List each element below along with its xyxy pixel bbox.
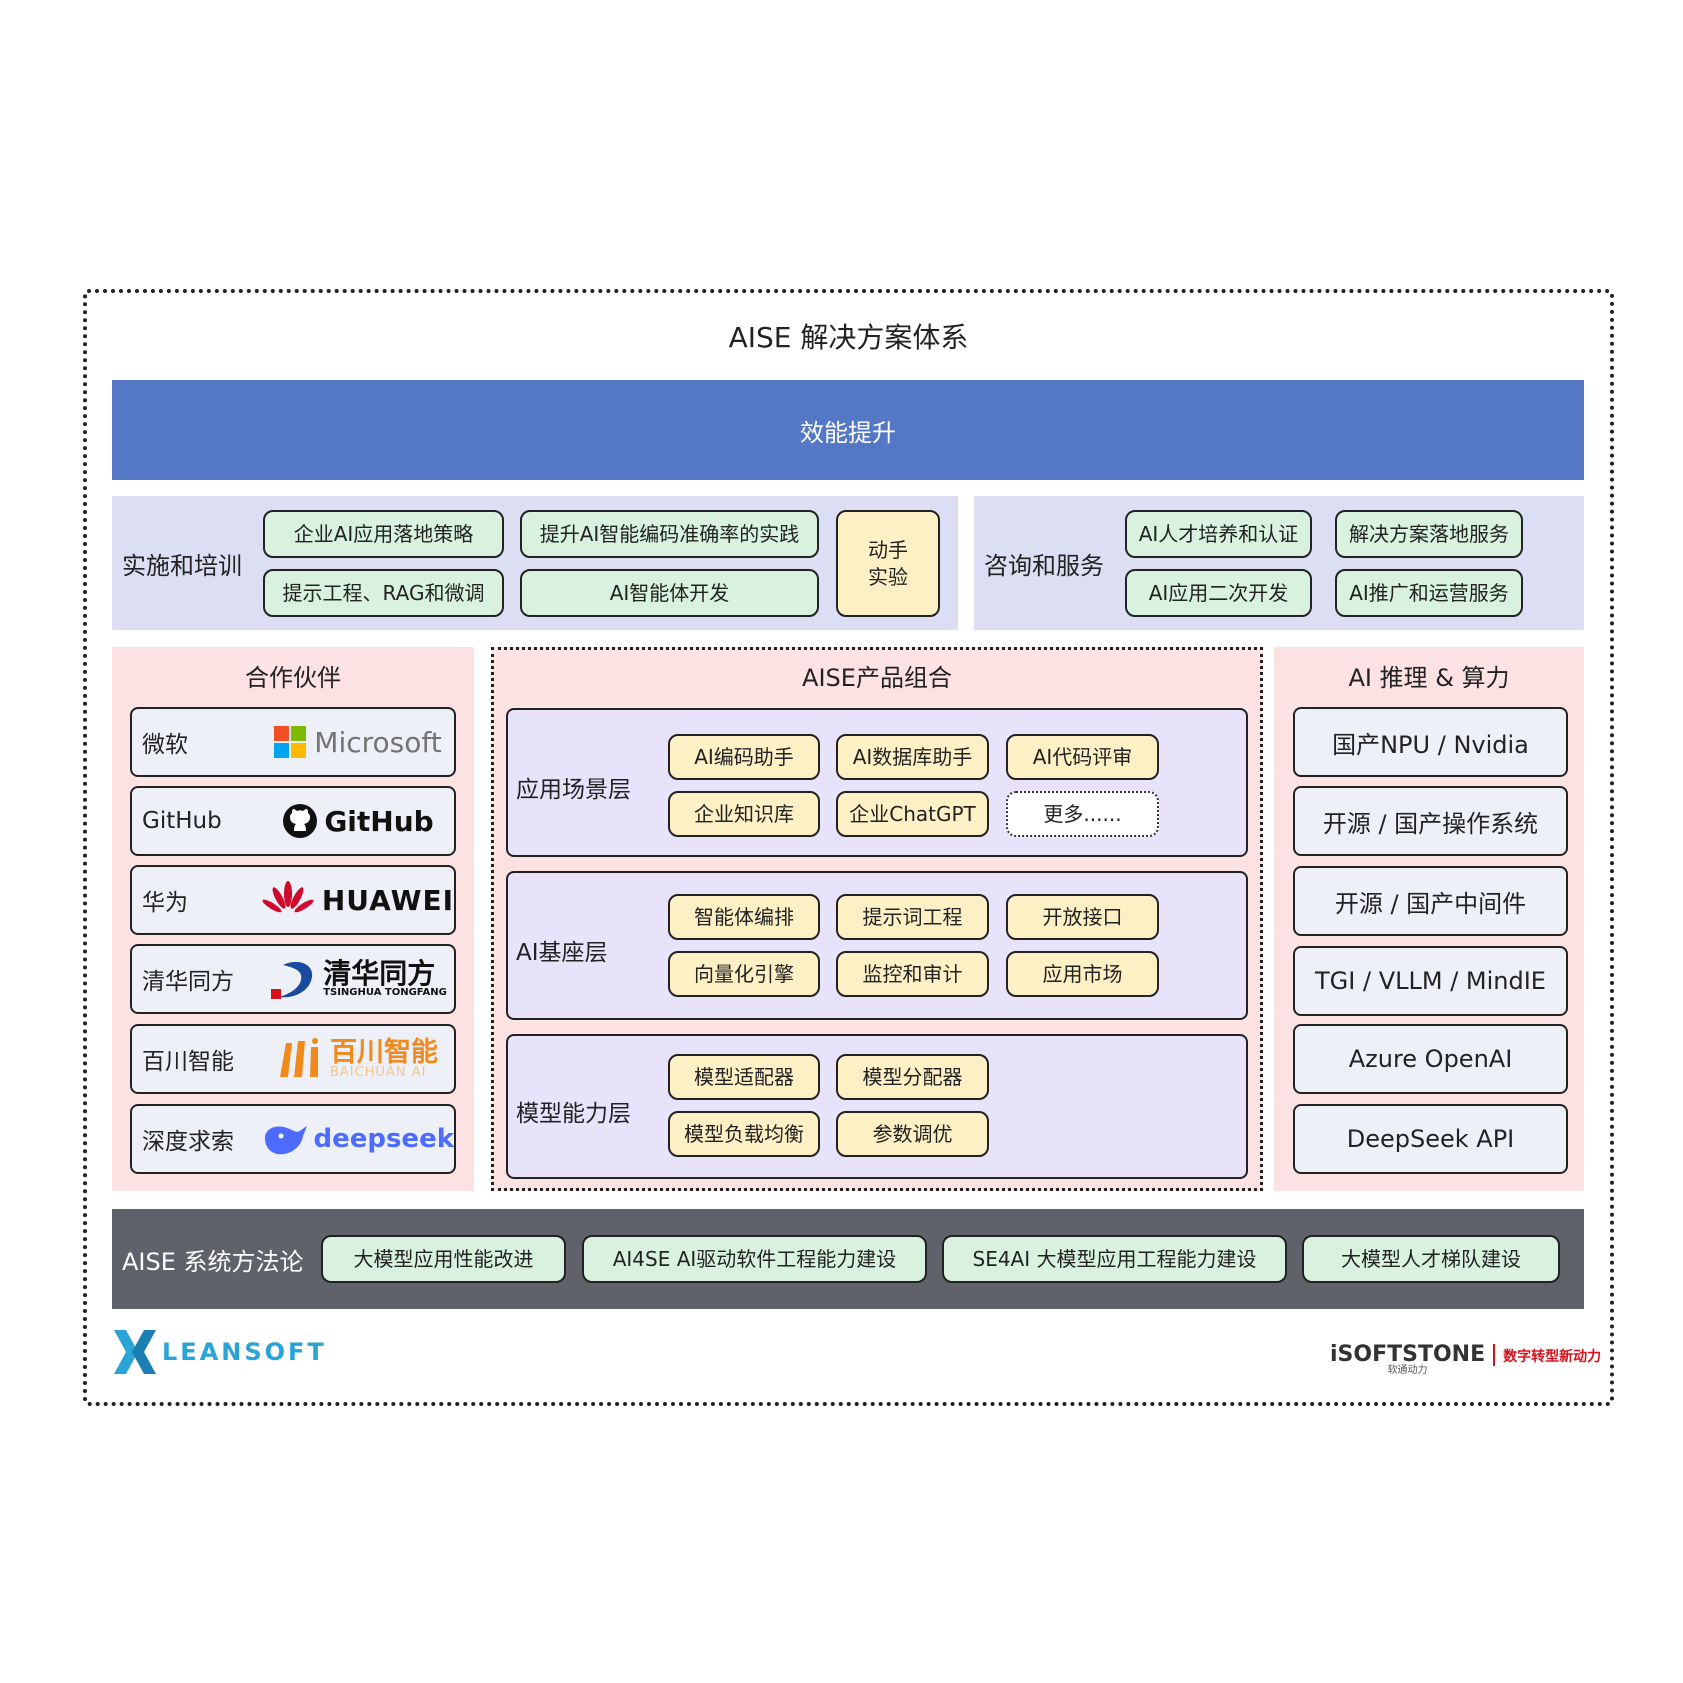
tsinghua-tongfang-logo: 清华同方 TSINGHUA TONGFANG <box>262 955 454 1003</box>
hands-on-line2: 实验 <box>868 564 908 589</box>
product-item: AI数据库助手 <box>836 734 989 780</box>
product-item: 模型负载均衡 <box>668 1111 820 1157</box>
huawei-petals-icon <box>262 881 314 913</box>
methodology-item: SE4AI 大模型应用工程能力建设 <box>942 1235 1287 1283</box>
partner-deepseek: 深度求索 deepseek <box>130 1104 456 1174</box>
deepseek-whale-icon <box>265 1126 308 1155</box>
product-item: 模型分配器 <box>836 1054 989 1100</box>
product-item: 智能体编排 <box>668 894 820 940</box>
isoftstone-slogan: 数字转型新动力 <box>1503 1349 1602 1365</box>
partner-tsinghua-tongfang: 清华同方 清华同方 TSINGHUA TONGFANG <box>130 944 456 1014</box>
partner-github: GitHub GitHub <box>130 786 456 856</box>
microsoft-squares-icon <box>274 726 307 758</box>
baichuan-strokes-icon <box>280 1038 318 1077</box>
outer-dotted-frame <box>83 289 1614 1406</box>
impl-item: AI智能体开发 <box>520 569 819 617</box>
compute-item: 开源 / 国产操作系统 <box>1293 786 1568 856</box>
compute-title: AI 推理 & 算力 <box>1348 664 1510 692</box>
partner-name: 百川智能 <box>142 1049 234 1075</box>
leansoft-wordmark: LEANSOFT <box>162 1338 327 1366</box>
product-item: 应用市场 <box>1006 951 1159 997</box>
layer-name: AI基座层 <box>516 940 608 966</box>
product-item: AI代码评审 <box>1006 734 1159 780</box>
product-item: 提示词工程 <box>836 894 989 940</box>
isoftstone-wordmark-sub: 软通动力 <box>1387 1365 1428 1376</box>
github-wordmark: GitHub <box>324 804 434 838</box>
partner-microsoft: 微软 Microsoft <box>130 707 456 777</box>
leansoft-x-icon <box>114 1330 156 1374</box>
deepseek-logo: deepseek <box>261 1120 454 1158</box>
impl-item: 提升AI智能编码准确率的实践 <box>520 510 819 558</box>
huawei-wordmark: HUAWEI <box>321 883 454 917</box>
baichuan-wordmark: 百川智能 <box>330 1037 438 1068</box>
isoftstone-logo: iSOFTSTONE 软通动力 数字转型新动力 <box>1330 1332 1601 1376</box>
impl-item: 提示工程、RAG和微调 <box>263 569 504 617</box>
isoftstone-wordmark: iSOFTSTONE <box>1330 1342 1486 1367</box>
tongfang-wordmark-group: 清华同方 TSINGHUA TONGFANG <box>323 960 447 998</box>
products-dotted-frame <box>491 647 1263 1191</box>
partner-baichuan: 百川智能 百川智能 BAICHUAN AI <box>130 1024 456 1094</box>
methodology-item: AI4SE AI驱动软件工程能力建设 <box>582 1235 927 1283</box>
efficiency-banner: 效能提升 <box>112 380 1584 480</box>
baichuan-logo: 百川智能 BAICHUAN AI <box>262 1037 454 1081</box>
isoftstone-wordmark-group: iSOFTSTONE 软通动力 <box>1330 1344 1485 1376</box>
partner-huawei: 华为 HUAWEI <box>130 865 456 935</box>
huawei-logo: HUAWEI <box>262 880 454 920</box>
methodology-item: 大模型人才梯队建设 <box>1302 1235 1560 1283</box>
product-item: 向量化引擎 <box>668 951 820 997</box>
methodology-item: 大模型应用性能改进 <box>321 1235 566 1283</box>
tongfang-wordmark-sub: TSINGHUA TONGFANG <box>323 987 447 998</box>
consult-item: AI应用二次开发 <box>1125 569 1312 617</box>
consulting-label: 咨询和服务 <box>984 551 1104 580</box>
isoftstone-divider <box>1493 1344 1496 1366</box>
partner-name: 清华同方 <box>142 969 234 995</box>
consult-item: AI推广和运营服务 <box>1335 569 1523 617</box>
partners-title: 合作伙伴 <box>245 664 341 692</box>
methodology-label: AISE 系统方法论 <box>122 1247 304 1276</box>
consult-item: AI人才培养和认证 <box>1125 510 1312 558</box>
github-octocat-icon <box>283 804 318 838</box>
diagram-title: AISE 解决方案体系 <box>728 321 969 354</box>
microsoft-logo: Microsoft <box>262 726 454 759</box>
hands-on-line1: 动手 <box>868 537 908 562</box>
partner-name: 华为 <box>142 890 188 916</box>
tongfang-wordmark: 清华同方 <box>323 957 436 990</box>
product-item-more: 更多...... <box>1006 791 1159 837</box>
compute-item: 国产NPU / Nvidia <box>1293 707 1568 777</box>
compute-item: DeepSeek API <box>1293 1104 1568 1174</box>
product-item: 监控和审计 <box>836 951 989 997</box>
deepseek-wordmark: deepseek <box>313 1124 454 1154</box>
layer-name: 模型能力层 <box>516 1101 631 1127</box>
leansoft-logo: LEANSOFT <box>114 1330 327 1374</box>
compute-item: 开源 / 国产中间件 <box>1293 866 1568 936</box>
product-item: 企业ChatGPT <box>836 791 989 837</box>
github-logo: GitHub <box>262 803 454 839</box>
product-item: 开放接口 <box>1006 894 1159 940</box>
microsoft-wordmark: Microsoft <box>314 725 442 759</box>
tongfang-swoosh-icon <box>271 961 313 999</box>
products-title: AISE产品组合 <box>802 664 952 692</box>
product-item: 模型适配器 <box>668 1054 820 1100</box>
compute-item: Azure OpenAI <box>1293 1024 1568 1094</box>
product-item: 参数调优 <box>836 1111 989 1157</box>
product-item: AI编码助手 <box>668 734 820 780</box>
impl-item: 企业AI应用落地策略 <box>263 510 504 558</box>
partner-name: 微软 <box>142 732 188 758</box>
partner-name: 深度求索 <box>142 1129 234 1155</box>
consult-item: 解决方案落地服务 <box>1335 510 1523 558</box>
compute-item: TGI / VLLM / MindIE <box>1293 946 1568 1016</box>
implementation-label: 实施和培训 <box>122 551 242 580</box>
layer-name: 应用场景层 <box>516 777 631 803</box>
baichuan-wordmark-group: 百川智能 BAICHUAN AI <box>330 1039 438 1079</box>
hands-on-lab: 动手 实验 <box>836 510 940 617</box>
partner-name: GitHub <box>142 808 222 834</box>
baichuan-wordmark-sub: BAICHUAN AI <box>330 1065 427 1080</box>
product-item: 企业知识库 <box>668 791 820 837</box>
